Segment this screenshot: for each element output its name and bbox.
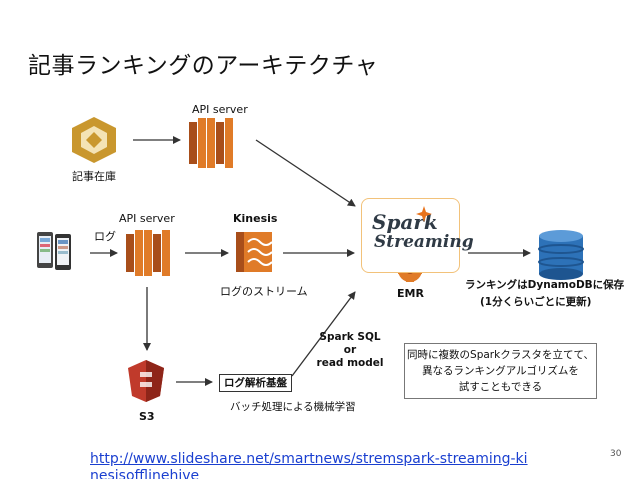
- spark-sql-label: Spark SQL or read model: [314, 331, 386, 370]
- note-line1: 同時に複数のSparkクラスタを立てて、: [407, 349, 594, 361]
- spark-star-icon: [416, 206, 432, 222]
- arrow-analysis-to-spark: [291, 291, 356, 377]
- arrow-api-to-spark: [255, 139, 356, 207]
- note-line3: 試すこともできる: [458, 381, 543, 393]
- slide-title: 記事ランキングのアーキテクチャ: [28, 53, 379, 79]
- api-server-mid-icon: [126, 230, 170, 276]
- dynamodb-icon: [538, 230, 584, 280]
- source-link[interactable]: http://www.slideshare.net/smartnews/stre…: [90, 451, 530, 479]
- s3-icon: [128, 360, 164, 402]
- log-analysis-box: ログ解析基盤: [219, 374, 292, 392]
- dynamodb-label-line2: (1分くらいごとに更新): [480, 296, 592, 308]
- api-server-top-icon: [189, 118, 233, 168]
- log-label: ログ: [94, 230, 116, 243]
- spark-sql-line1: Spark SQL: [319, 331, 381, 343]
- api-server-top-label: API server: [192, 103, 248, 116]
- article-store-label: 記事在庫: [72, 170, 116, 183]
- spark-sql-line3: read model: [316, 357, 384, 369]
- api-server-mid-label: API server: [119, 212, 175, 225]
- spark-sql-line2: or: [343, 344, 357, 356]
- note-line2: 異なるランキングアルゴリズムを: [422, 365, 579, 377]
- kinesis-icon: [236, 232, 273, 272]
- dynamodb-label-line1: ランキングはDynamoDBに保存: [465, 279, 625, 291]
- note-box: 同時に複数のSparkクラスタを立てて、 異なるランキングアルゴリズムを 試すこ…: [404, 343, 597, 399]
- spark-streaming-box: [361, 198, 460, 273]
- page-number: 30: [610, 449, 622, 459]
- log-stream-label: ログのストリーム: [220, 285, 308, 298]
- spark-logo-text: Spark: [372, 210, 438, 234]
- smartphone-icon: [37, 232, 71, 270]
- streaming-logo-text: Streaming: [374, 232, 474, 252]
- source-link-text[interactable]: http://www.slideshare.net/smartnews/stre…: [90, 451, 528, 479]
- article-store-icon: [72, 117, 116, 163]
- spark-streaming-logo: Spark Streaming: [372, 212, 474, 252]
- kinesis-label: Kinesis: [233, 212, 278, 225]
- s3-label: S3: [139, 410, 155, 423]
- emr-label: EMR: [397, 287, 424, 300]
- batch-ml-label: バッチ処理による機械学習: [230, 401, 356, 413]
